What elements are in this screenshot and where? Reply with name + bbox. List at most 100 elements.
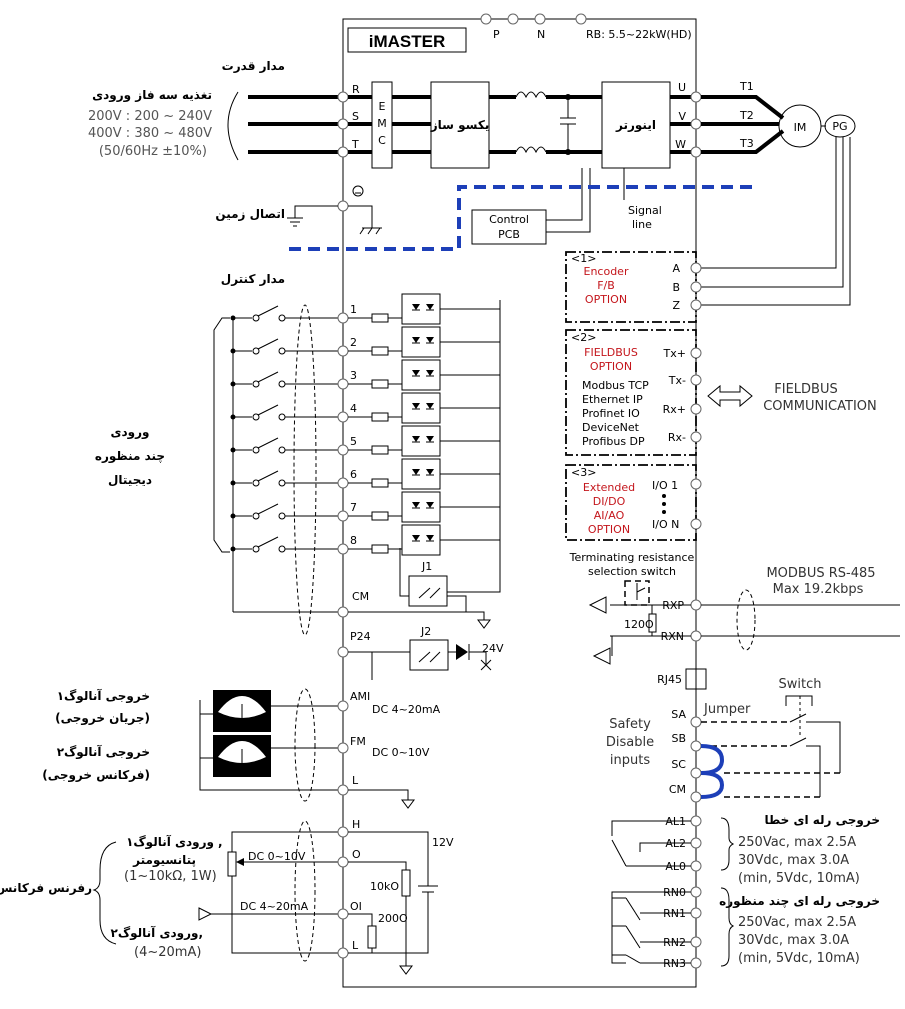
input-1-switch-pin-2 xyxy=(278,314,286,322)
j1-wire-left xyxy=(399,548,409,597)
control-pcb-line1: Control xyxy=(489,213,529,226)
label-h: H xyxy=(352,818,360,831)
terminal-rn0 xyxy=(690,886,702,898)
multi-spec-1: 250Vac, max 2.5A xyxy=(738,915,856,930)
pot-bottom-wire xyxy=(231,876,338,954)
current-source-arrow xyxy=(198,907,213,921)
input-4-opto-diode-1 xyxy=(412,403,420,409)
label-p24: P24 xyxy=(350,630,371,643)
safety-jumper-link-2 xyxy=(700,771,725,799)
label-j1: J1 xyxy=(421,560,432,573)
input-2-opto-diode-1 xyxy=(412,337,420,343)
signal-line-2 xyxy=(546,168,591,233)
label-t1: T1 xyxy=(739,80,754,93)
input-8-terminal xyxy=(337,543,349,555)
terminal-ami xyxy=(337,700,349,712)
multi-input-title-2: چند منظوره xyxy=(95,449,165,464)
encoder-tag: <1> xyxy=(571,252,596,265)
input-1-label: 1 xyxy=(350,303,357,316)
terminal-cm xyxy=(337,606,349,618)
safety-label-1: Safety xyxy=(609,717,651,732)
ground-symbol-circle xyxy=(352,185,364,197)
inductor-bottom xyxy=(515,146,547,154)
input-5-opto-box xyxy=(401,425,441,457)
input-6-opto-diode-2 xyxy=(426,469,434,475)
input-6-switch-blade xyxy=(257,470,279,482)
input-3-opto-diode-1 xyxy=(412,370,420,376)
label-t2: T2 xyxy=(739,109,754,122)
label-ami-range: DC 4~20mA xyxy=(372,703,441,716)
terminal-safety-cm xyxy=(690,791,702,803)
inverter-block-label: اینورتر xyxy=(615,118,656,133)
input-8-opto-diode-1 xyxy=(412,535,420,541)
input-5-label: 5 xyxy=(350,435,357,448)
input-7-terminal xyxy=(337,510,349,522)
safety-label-3: inputs xyxy=(610,753,650,768)
safety-jumper-link-1 xyxy=(700,744,725,775)
pg-to-b xyxy=(701,137,844,288)
encoder-line3: OPTION xyxy=(585,293,627,306)
input-7-opto-box xyxy=(401,491,441,523)
input-4-switch-pin-1 xyxy=(252,413,260,421)
pot-top-wire xyxy=(231,831,338,852)
terminal-top-1 xyxy=(480,13,492,25)
rj45-port[interactable] xyxy=(685,668,707,690)
terminal-al2 xyxy=(690,837,702,849)
label-io-n: I/O N xyxy=(652,518,679,531)
input-7-switch-blade xyxy=(257,503,279,515)
input-2-switch-blade xyxy=(257,338,279,350)
input-5-switch-blade xyxy=(257,437,279,449)
multi-spec-3: (min, 5Vdc, 10mA) xyxy=(738,951,860,966)
label-ami: AMI xyxy=(350,690,370,703)
supply-line1: 200V : 200 ~ 240V xyxy=(88,109,212,124)
potentiometer xyxy=(227,851,237,877)
label-l-in: L xyxy=(352,939,359,952)
inductor-top xyxy=(515,91,547,99)
terminal-tx-minus xyxy=(690,374,702,386)
label-24v: 24V xyxy=(482,642,504,655)
terminal-sa xyxy=(690,716,702,728)
j1-wire-right xyxy=(348,595,467,613)
label-jumper: Jumper xyxy=(703,702,751,717)
label-rb: RB: 5.5~22kW(HD) xyxy=(586,28,692,41)
chassis-g2 xyxy=(359,227,365,235)
label-sb: SB xyxy=(671,732,686,745)
input-6-switch-pin-1 xyxy=(252,479,260,487)
input-3-label: 3 xyxy=(350,369,357,382)
signal-line-label-1: Signal xyxy=(628,204,662,217)
pg-to-a xyxy=(701,137,837,269)
input-1-opto-box xyxy=(401,293,441,325)
ground-label: اتصال زمین xyxy=(215,207,285,221)
fault-relay-title: خروجی رله ای خطا xyxy=(764,813,880,828)
resistor-10k xyxy=(401,869,411,897)
j1-sw-2 xyxy=(429,587,441,599)
fieldbus-tag: <2> xyxy=(571,331,596,344)
label-r: R xyxy=(352,83,360,96)
label-switch: Switch xyxy=(779,677,822,692)
terminal-b xyxy=(690,281,702,293)
input-4-resistor xyxy=(371,412,389,422)
input-7-resistor xyxy=(371,511,389,521)
label-io-1: I/O 1 xyxy=(652,479,678,492)
o-wire xyxy=(348,861,407,870)
input-6-switch-pin-2 xyxy=(278,479,286,487)
emc-e: E xyxy=(379,100,386,113)
terminal-rn2 xyxy=(690,936,702,948)
label-v: V xyxy=(678,110,686,123)
terminal-n xyxy=(534,13,546,25)
input-8-switch-pin-2 xyxy=(278,545,286,553)
terminal-h xyxy=(337,826,349,838)
input-1-opto-diode-1 xyxy=(412,304,420,310)
supply-line3: (50/60Hz ±10%) xyxy=(99,144,207,159)
input-4-opto-box xyxy=(401,392,441,424)
terminal-v xyxy=(690,118,702,130)
label-n: N xyxy=(537,28,545,41)
label-b: B xyxy=(672,281,680,294)
rn3-blade xyxy=(625,954,641,964)
analog-in1-pot: پتانسیومتر xyxy=(132,853,196,868)
al2-wire xyxy=(639,842,691,852)
fieldbus-comm-line2: COMMUNICATION xyxy=(763,399,877,414)
extended-line3: AI/AO xyxy=(594,509,625,522)
term-switch-arm xyxy=(636,587,646,593)
